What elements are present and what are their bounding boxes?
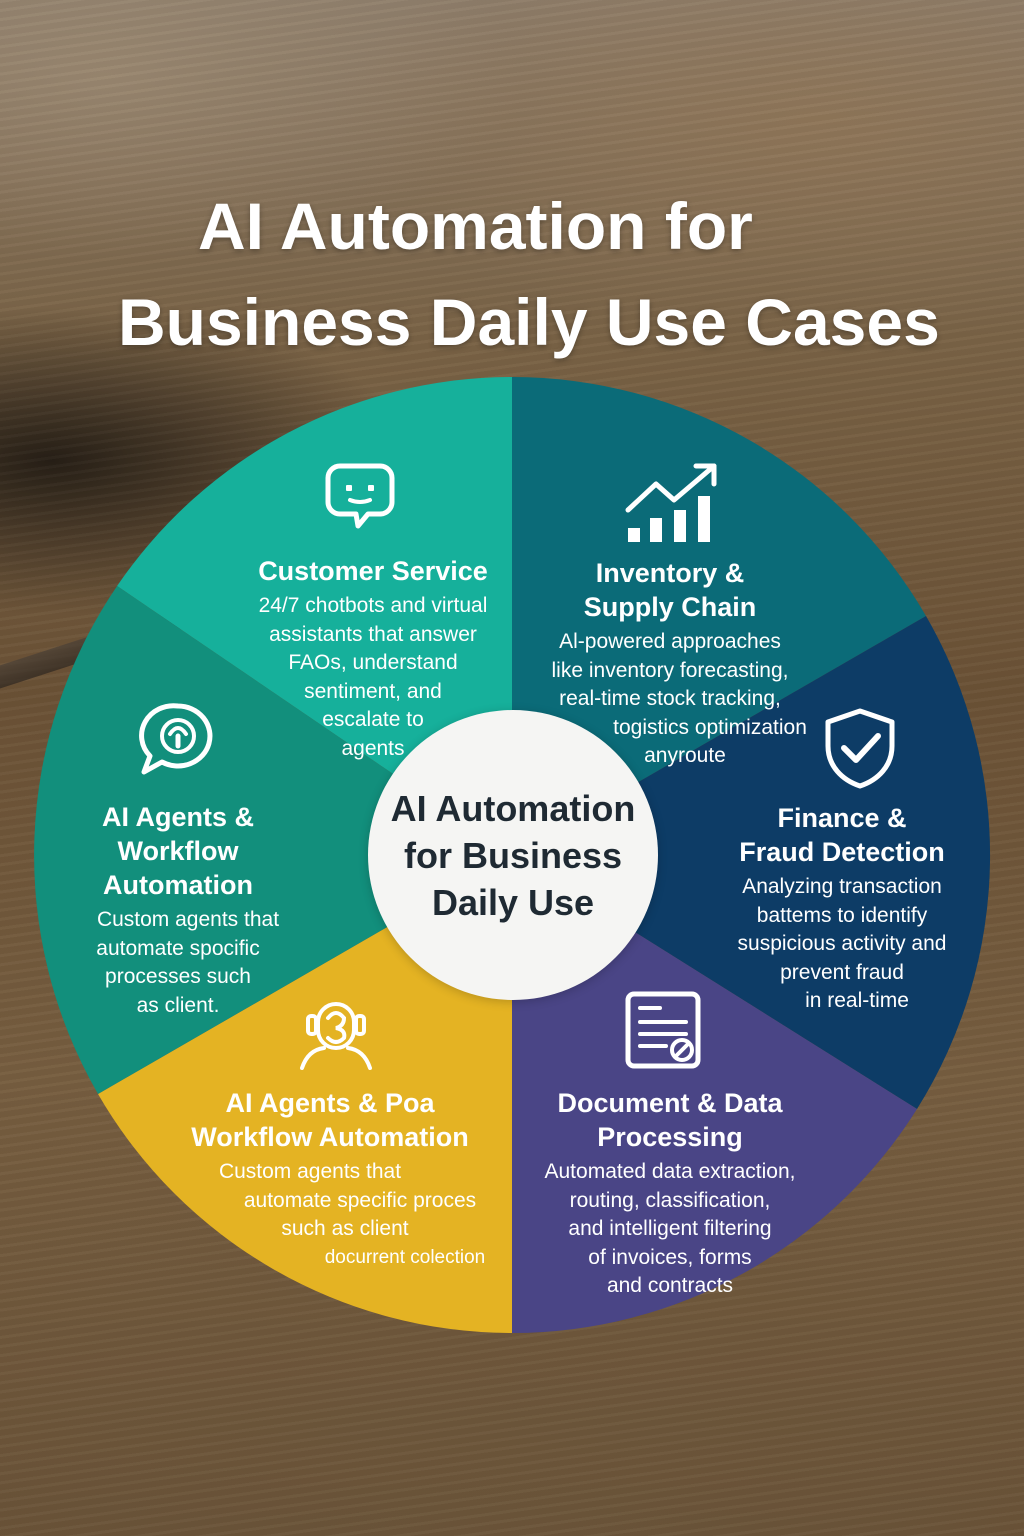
agents-workflow-heading-line: AI Agents & [101,802,254,832]
finance-desc-line: battems to identify [756,903,928,927]
document-icon [625,991,701,1069]
finance-heading-line: Fraud Detection [739,837,945,867]
finance-block: Finance & Fraud Detection Analyzing tran… [712,801,972,1016]
document-desc-line: Automated data extraction, [544,1160,796,1183]
inventory-heading-line: Supply Chain [583,592,757,622]
segment-inventory [512,377,926,855]
document-heading-line: Document & Data [557,1088,783,1118]
customer-service-desc-line: FAOs, understand [288,651,458,674]
agents-poa-block: AI Agents & Poa Workflow Automation Cust… [160,1086,500,1272]
customer-service-heading: Customer Service [258,556,488,586]
customer-service-desc-line: agents [341,736,405,760]
agents-workflow-desc-line: as client. [136,993,220,1017]
customer-service-block: Customer Service 24/7 chotbots and virtu… [208,554,538,763]
document-desc-line: and intelligent filtering [568,1217,772,1240]
document-block: Document & Data Processing Automated dat… [520,1086,820,1301]
agents-workflow-heading-line: Workflow [117,836,239,866]
customer-service-desc-line: escalate to [322,708,424,731]
agents-poa-heading-line: Workflow Automation [191,1122,469,1152]
inventory-desc-line: Al-powered approaches [559,630,781,653]
segment-agents-poa [98,855,512,1333]
agents-poa-heading-line: AI Agents & Poa [225,1088,435,1118]
agents-poa-desc-line: Custom agents that [218,1160,402,1183]
document-heading-line: Processing [597,1122,743,1152]
customer-service-desc-line: sentiment, and [304,679,442,703]
agents-workflow-desc-line: Custom agents that [96,908,280,931]
customer-service-desc-line: 24/7 chotbots and virtual [258,594,488,617]
agents-workflow-desc-line: automate spocific [96,936,260,960]
inventory-desc-line: real-time stock tracking, [559,687,781,710]
finance-desc-line: in real-time [805,989,909,1012]
shield-check-icon [825,708,895,789]
inventory-desc-line: togistics optimization [613,715,807,739]
growth-chart-icon [625,463,717,542]
document-desc-line: routing, classification, [569,1188,771,1212]
inventory-block: Inventory & Supply Chain Al-powered appr… [520,556,820,771]
inventory-desc-line: anyroute [644,744,726,767]
segment-customer-service [117,377,512,855]
finance-desc-line: Analyzing transaction [742,875,942,898]
chat-bubble-icon [325,463,395,529]
center-label: AI Automation for Business Daily Use [390,787,636,923]
document-desc-line: of invoices, forms [588,1245,752,1269]
finance-desc-line: prevent fraud [780,960,904,984]
finance-desc-line: suspicious activity and [737,932,947,955]
inventory-heading-line: Inventory & [595,558,745,588]
agents-poa-desc-line: such as client [281,1217,409,1240]
agents-poa-desc-line: docurrent colection [324,1246,486,1268]
page-title: AI Automation for Business Daily Use Cas… [0,178,1024,370]
center-circle: AI Automation for Business Daily Use [368,710,658,1000]
agents-workflow-block: AI Agents & Workflow Automation Custom a… [58,800,298,1020]
agents-workflow-desc-line: processes such [105,965,251,988]
title-line-1: AI Automation for [198,189,753,263]
agents-workflow-heading-line: Automation [103,870,253,900]
finance-heading-line: Finance & [777,803,907,833]
segment-finance [512,616,991,1109]
customer-service-desc-line: assistants that answer [269,622,477,646]
inventory-desc-line: like inventory forecasting, [551,658,789,682]
document-desc-line: and contracts [606,1274,734,1297]
agents-poa-desc-line: automate specific proces [243,1188,477,1212]
ai-chat-icon [139,703,213,775]
title-line-2: Business Daily Use Cases [118,285,940,359]
segment-document [512,855,917,1333]
robot-agent-icon [300,1002,372,1070]
